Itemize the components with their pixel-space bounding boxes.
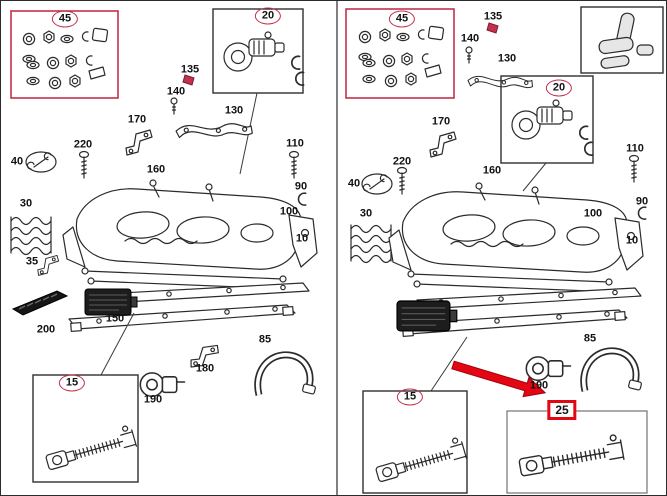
panel-right <box>345 6 664 494</box>
leader-line <box>430 336 468 392</box>
callout-box-20-right <box>500 75 594 164</box>
seat-frame-art <box>388 182 644 296</box>
red-clip-135-art <box>486 22 499 34</box>
bolt-220-art <box>78 150 90 179</box>
red-clip-135-art <box>182 74 195 86</box>
small-motor-190-art <box>525 356 572 382</box>
seat-adjustment-switch-icon <box>597 11 654 70</box>
wrench-40-icon <box>25 151 57 173</box>
seat-frame-art <box>62 179 318 293</box>
screw-140-art <box>465 46 473 64</box>
springs-30-art <box>350 224 392 264</box>
highlight-arrow <box>451 360 547 398</box>
clip-90-art <box>297 192 307 206</box>
callout-box-15-left <box>32 374 139 483</box>
small-motor-190-art <box>139 372 186 398</box>
rail-pad-200-art <box>12 290 68 316</box>
control-module-150-art <box>84 288 138 316</box>
bolt-110-art <box>288 150 300 179</box>
leader-line <box>522 162 547 192</box>
tube-85-art <box>258 355 316 395</box>
springs-30-art <box>10 216 52 256</box>
spindle-drive-15-art <box>373 435 468 484</box>
bracket-170-art <box>429 131 457 158</box>
control-module-art <box>396 300 458 332</box>
wrench-40-icon <box>361 173 393 195</box>
callout-box-20-left <box>212 8 304 94</box>
fasteners-group-art <box>23 28 108 89</box>
bracket-strip-130-art <box>174 117 254 146</box>
leader-line <box>100 312 135 376</box>
switch-inset-box <box>580 6 664 74</box>
tube-85-art <box>584 351 642 391</box>
bracket-180-art <box>189 341 220 372</box>
bolt-110-art <box>628 154 640 183</box>
callout-box-15-right <box>362 390 468 494</box>
callout-box-45-right <box>345 8 455 99</box>
callout-box-45-left <box>10 10 119 99</box>
seat-motor-art <box>223 31 285 72</box>
screw-140-art <box>170 97 178 115</box>
spindle-drive-15-art <box>43 423 138 472</box>
part-25-box <box>506 410 648 494</box>
fasteners-group-art <box>359 26 444 87</box>
spindle-drive-25-art <box>516 433 625 479</box>
panel-left <box>10 8 318 483</box>
bolt-220-art <box>396 166 408 195</box>
bracket-35-art <box>37 254 60 276</box>
bracket-170-art <box>125 129 153 156</box>
clip-90-art <box>637 206 647 220</box>
seat-motor-art <box>511 99 573 140</box>
